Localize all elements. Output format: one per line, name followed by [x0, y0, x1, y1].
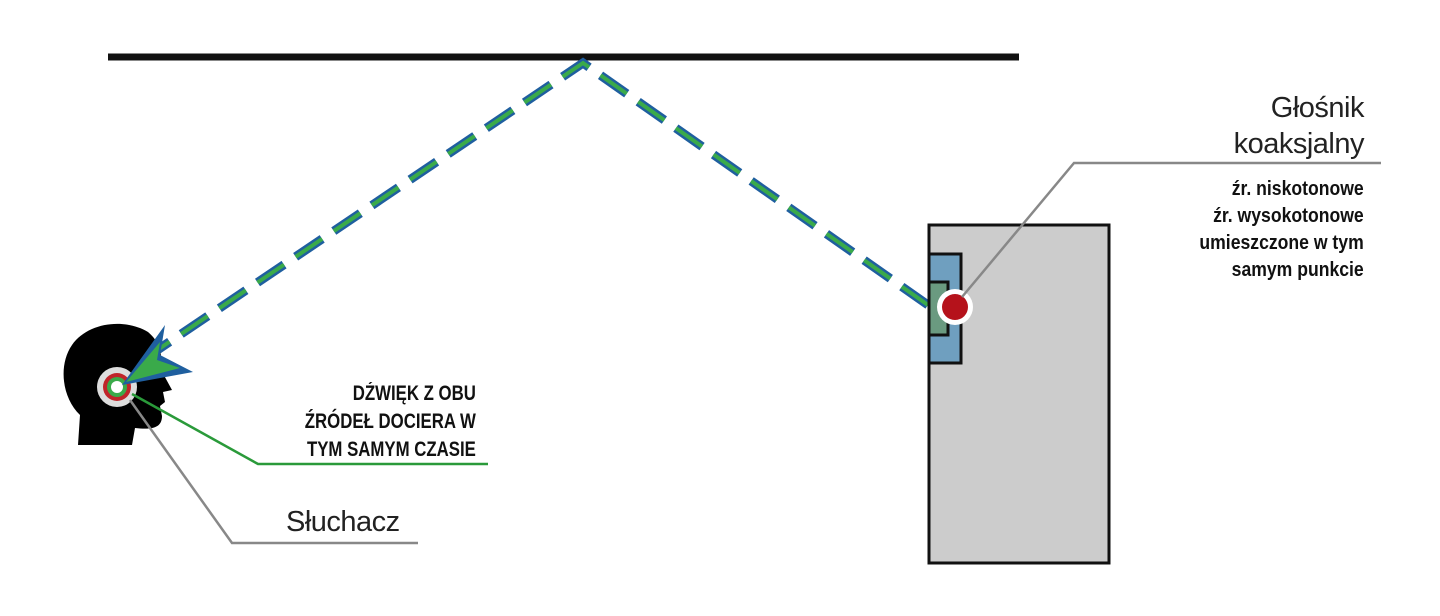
listener-note-leader [131, 392, 488, 466]
speaker-title-line1: Głośnik [1270, 92, 1365, 124]
listener-label-leader [128, 399, 418, 545]
ear-target-center [111, 381, 123, 393]
sound-path [147, 57, 931, 359]
speaker-desc-line: samym punkcie [1231, 259, 1364, 281]
speaker-description: źr. niskotonowe źr. wysokotonowe umieszc… [1200, 176, 1364, 284]
listener-note-line: TYM SAMYM CZASIE [307, 438, 476, 461]
speaker-title: Głośnik koaksjalny [1233, 90, 1365, 162]
arrow-head-icon [122, 325, 193, 385]
listener-note-line: ŹRÓDEŁ DOCIERA W [304, 410, 476, 433]
speaker-desc-line: źr. niskotonowe [1231, 178, 1364, 200]
speaker-title-line2: koaksjalny [1233, 128, 1365, 160]
speaker-desc-line: umieszczone w tym [1199, 232, 1364, 254]
source-point-dot [942, 294, 968, 320]
listener-label: Słuchacz [286, 506, 400, 538]
speaker-leader-line [961, 161, 1381, 298]
listener-note-line: DŹWIĘK Z OBU [352, 382, 476, 405]
speaker-desc-line: źr. wysokotonowe [1213, 205, 1364, 227]
listener-note: DŹWIĘK Z OBU ŹRÓDEŁ DOCIERA W TYM SAMYM … [305, 380, 476, 464]
